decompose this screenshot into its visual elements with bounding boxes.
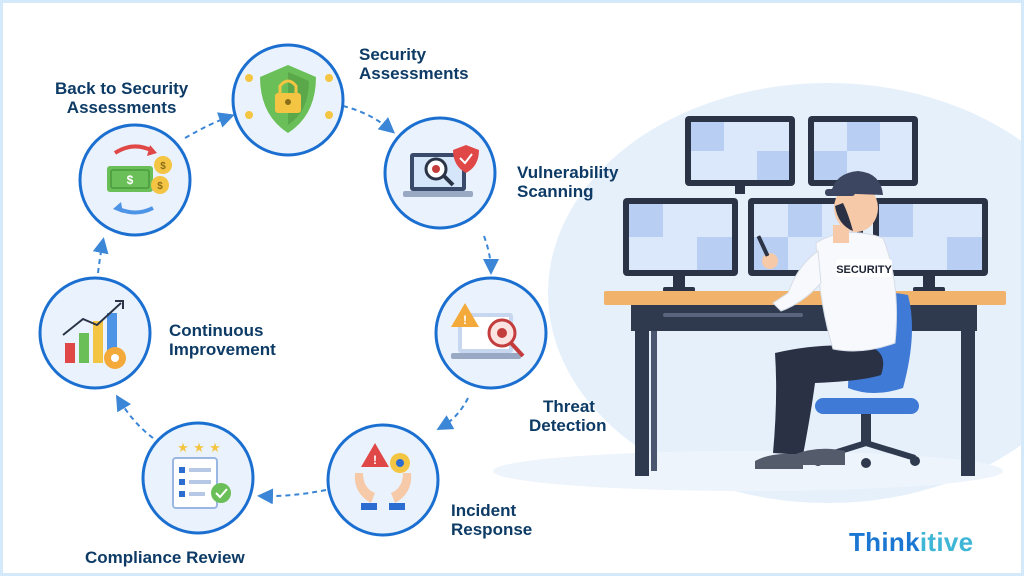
brand-part-1: Think	[849, 527, 920, 557]
svg-text:★: ★	[177, 441, 189, 456]
label-security-assessments: Security Assessments	[359, 45, 469, 83]
label-back-to-security-assessments: Back to Security Assessments	[55, 79, 189, 117]
label-incident-response: Incident Response	[451, 501, 533, 539]
svg-text:$: $	[127, 173, 134, 187]
arrow-5	[115, 394, 154, 439]
money-exchange-icon: $ $ $	[107, 144, 172, 215]
arrow-7	[184, 112, 235, 139]
label-continuous-improvement: Continuous Improvement	[169, 321, 276, 359]
arrow-6	[92, 237, 109, 274]
label-compliance-review: Compliance Review	[85, 548, 245, 567]
diagram-canvas: SECURITY	[38, 43, 1021, 537]
monitor-bottom-left	[623, 198, 738, 292]
cycle-node-compliance-review: ★ ★ ★	[141, 421, 255, 535]
security-badge-text: SECURITY	[836, 264, 892, 276]
monitor-top-left	[685, 116, 795, 194]
svg-text:!: !	[373, 453, 377, 467]
brand-logo: Thinkitive	[849, 527, 973, 558]
cycle-node-vulnerability-scanning	[383, 116, 497, 230]
growth-chart-gear-icon	[62, 300, 126, 369]
security-guard-illustration: SECURITY	[493, 83, 1021, 503]
shield-lock-icon	[245, 65, 333, 133]
desk	[604, 291, 1006, 476]
svg-text:!: !	[463, 313, 467, 327]
label-threat-detection: Threat Detection	[529, 397, 607, 435]
floor-shadow	[493, 451, 1003, 491]
cycle-node-incident-response: !	[326, 423, 440, 537]
laptop-bug-scan-icon	[403, 145, 479, 197]
arrow-1	[342, 105, 396, 134]
cycle-node-back-to-security-assessments: $ $ $	[78, 123, 192, 237]
arrow-2	[482, 235, 499, 275]
security-guard: SECURITY	[755, 171, 897, 469]
svg-text:★: ★	[193, 441, 205, 456]
monitor-bottom-right	[873, 198, 988, 292]
svg-text:$: $	[160, 161, 166, 172]
brand-part-2: itive	[919, 527, 974, 557]
warning-magnifier-icon: !	[451, 303, 525, 359]
svg-text:★: ★	[209, 441, 221, 456]
checklist-stars-icon: ★ ★ ★	[172, 441, 231, 509]
cycle-node-threat-detection: !	[434, 276, 548, 390]
hands-alert-gear-icon: !	[354, 443, 412, 510]
cycle-node-security-assessments	[231, 43, 345, 157]
label-vulnerability-scanning: Vulnerability Scanning	[517, 163, 619, 201]
cycle-node-continuous-improvement	[38, 276, 152, 390]
svg-text:$: $	[157, 181, 163, 192]
arrow-4	[257, 488, 327, 505]
cycle-arrows	[92, 105, 499, 505]
arrow-3	[436, 397, 469, 430]
monitor-top-right	[808, 116, 918, 194]
